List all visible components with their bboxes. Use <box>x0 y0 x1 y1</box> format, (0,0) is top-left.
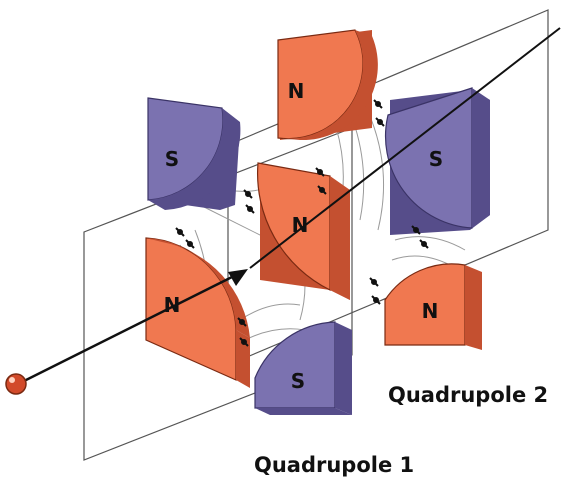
q2-pole-label-top-left: N <box>288 79 305 103</box>
q1-magnet-top-left <box>148 98 240 210</box>
q2-pole-label-top-right: S <box>429 147 443 171</box>
q1-pole-label-bottom-right: S <box>291 369 305 393</box>
q2-pole-label-bottom-right: N <box>422 299 439 323</box>
q1-pole-label-top-left: S <box>165 147 179 171</box>
quadrupole-1-label: Quadrupole 1 <box>254 453 414 477</box>
quadrupole-2-label: Quadrupole 2 <box>388 383 548 407</box>
charged-particle <box>6 374 26 394</box>
